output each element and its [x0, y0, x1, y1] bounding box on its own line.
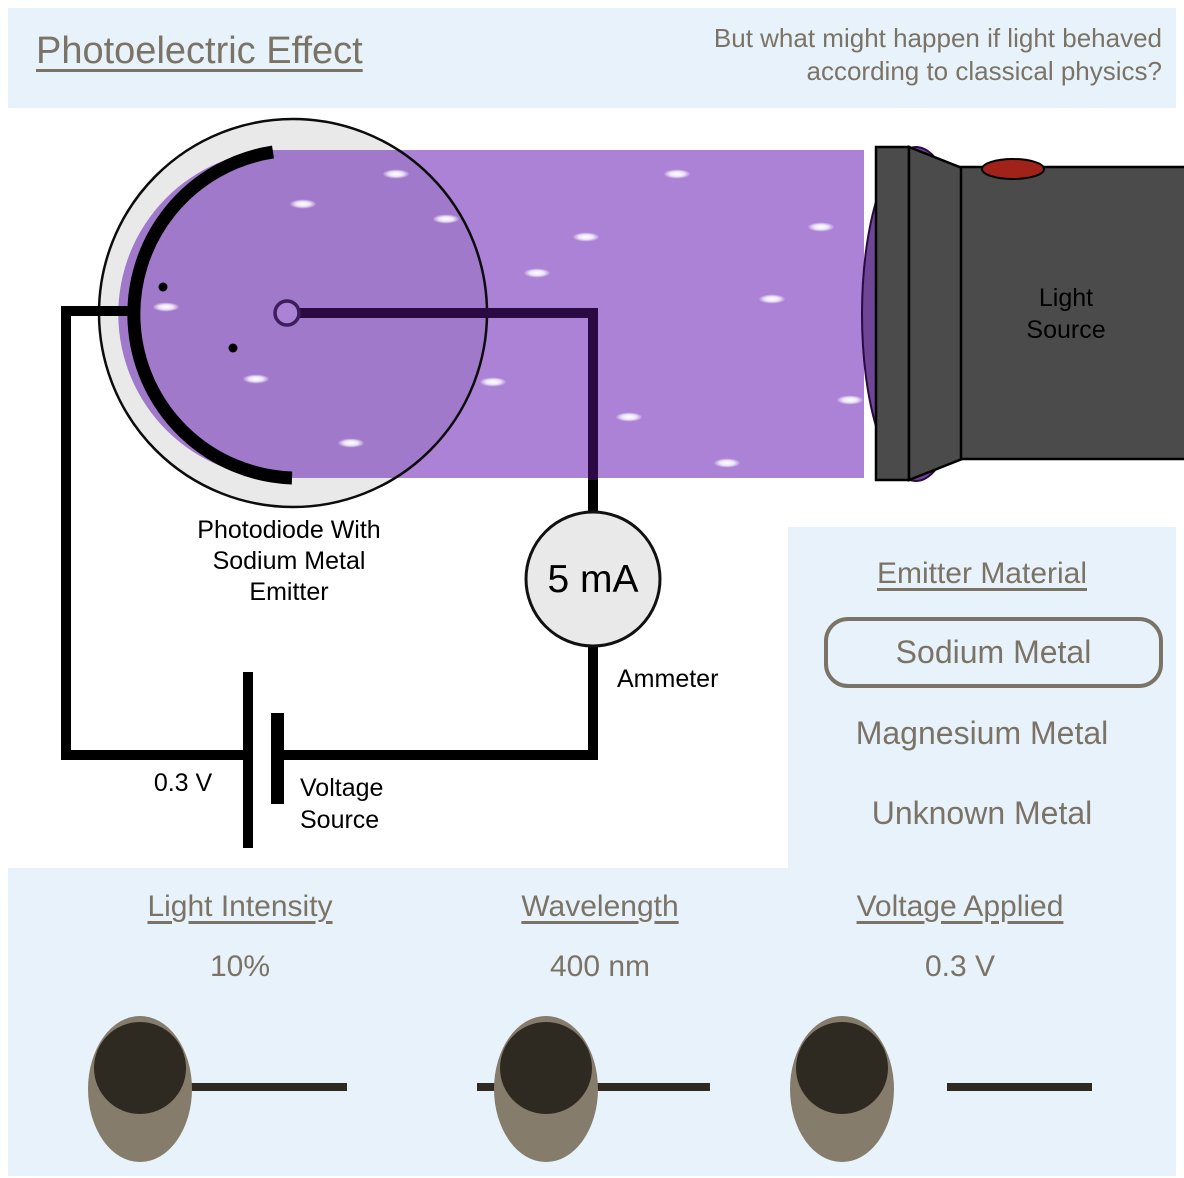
controls-panel: Light Intensity 10% Wavelength 400 nm Vo… [8, 868, 1176, 1176]
flashlight-body [959, 165, 1184, 461]
light-intensity-value: 10% [209, 950, 271, 983]
sparkle [664, 169, 690, 179]
sparkle [524, 268, 550, 278]
sparkle [153, 302, 179, 312]
battery-voltage-label: 0.3 V [154, 769, 213, 797]
light-beam-inner-tint [118, 150, 487, 479]
photodiode-outline [97, 117, 489, 509]
voltage-applied-value: 0.3 V [924, 950, 996, 983]
light-source-label: Source [1026, 316, 1105, 344]
ammeter-value: 5 mA [547, 558, 638, 601]
sparkle [433, 214, 459, 224]
knob-pointer-line [947, 1083, 1092, 1091]
sparkle [837, 395, 863, 405]
photodiode-label: Sodium Metal [213, 547, 366, 575]
wavelength-knob[interactable] [494, 1016, 598, 1162]
header-bar: Photoelectric Effect But what might happ… [8, 8, 1176, 108]
emitter-option-magnesium[interactable]: Magnesium Metal [855, 715, 1109, 751]
wire-collector [299, 308, 598, 480]
sparkle [573, 232, 599, 242]
battery-short-plate [271, 713, 284, 804]
flashlight-rim [874, 145, 911, 482]
voltage-applied-knob[interactable] [790, 1016, 894, 1162]
photodiode-body [99, 119, 487, 507]
emitter-option-unknown[interactable]: Unknown Metal [871, 795, 1093, 831]
knob-core [500, 1022, 592, 1114]
emitter-material-heading: Emitter Material [876, 557, 1088, 590]
header-question: But what might happen if light behaved a… [713, 23, 1162, 86]
flashlight-cone [907, 145, 964, 482]
emitter-material-panel: Emitter Material Sodium Metal Magnesium … [788, 527, 1176, 868]
photodiode-label: Photodiode With [197, 516, 380, 544]
wire-left-loop [61, 306, 243, 760]
sparkle [480, 377, 506, 387]
ammeter-dial [524, 510, 662, 648]
electron-dot [158, 282, 168, 292]
sparkle [243, 374, 269, 384]
sparkle [290, 199, 316, 209]
knob-core [796, 1022, 888, 1114]
emitter-arc [127, 145, 293, 485]
light-beam [118, 150, 865, 479]
emitter-option-sodium[interactable]: Sodium Metal [824, 617, 1163, 688]
collector-electrode [273, 299, 301, 327]
flashlight-lens [861, 146, 971, 482]
photon-sparkles [153, 169, 863, 468]
sparkle [759, 294, 785, 304]
knob-pointer-line [188, 1083, 347, 1091]
voltage-source-label: Voltage [300, 774, 383, 802]
flashlight-button [981, 158, 1045, 180]
sparkle [338, 438, 364, 448]
battery-long-plate [243, 672, 253, 848]
light-source-label: Light [1039, 284, 1093, 312]
voltage-applied-control: Voltage Applied 0.3 V [780, 868, 1140, 1176]
wavelength-control: Wavelength 400 nm [420, 868, 780, 1176]
wavelength-value: 400 nm [549, 950, 651, 983]
knob-core [94, 1022, 186, 1114]
wire-bottom-right [284, 646, 598, 760]
light-intensity-knob[interactable] [88, 1016, 192, 1162]
sparkle [808, 222, 834, 232]
page-title: Photoelectric Effect [36, 30, 363, 72]
wavelength-heading: Wavelength [521, 890, 679, 923]
sparkle [616, 412, 642, 422]
sparkle [383, 169, 409, 179]
electron-dot [228, 343, 238, 353]
light-intensity-control: Light Intensity 10% [60, 868, 420, 1176]
voltage-source-label: Source [300, 806, 379, 834]
photodiode-label: Emitter [249, 578, 328, 606]
ammeter-label: Ammeter [617, 665, 718, 693]
light-intensity-heading: Light Intensity [147, 890, 333, 923]
voltage-applied-heading: Voltage Applied [856, 890, 1064, 923]
sparkle [714, 458, 740, 468]
